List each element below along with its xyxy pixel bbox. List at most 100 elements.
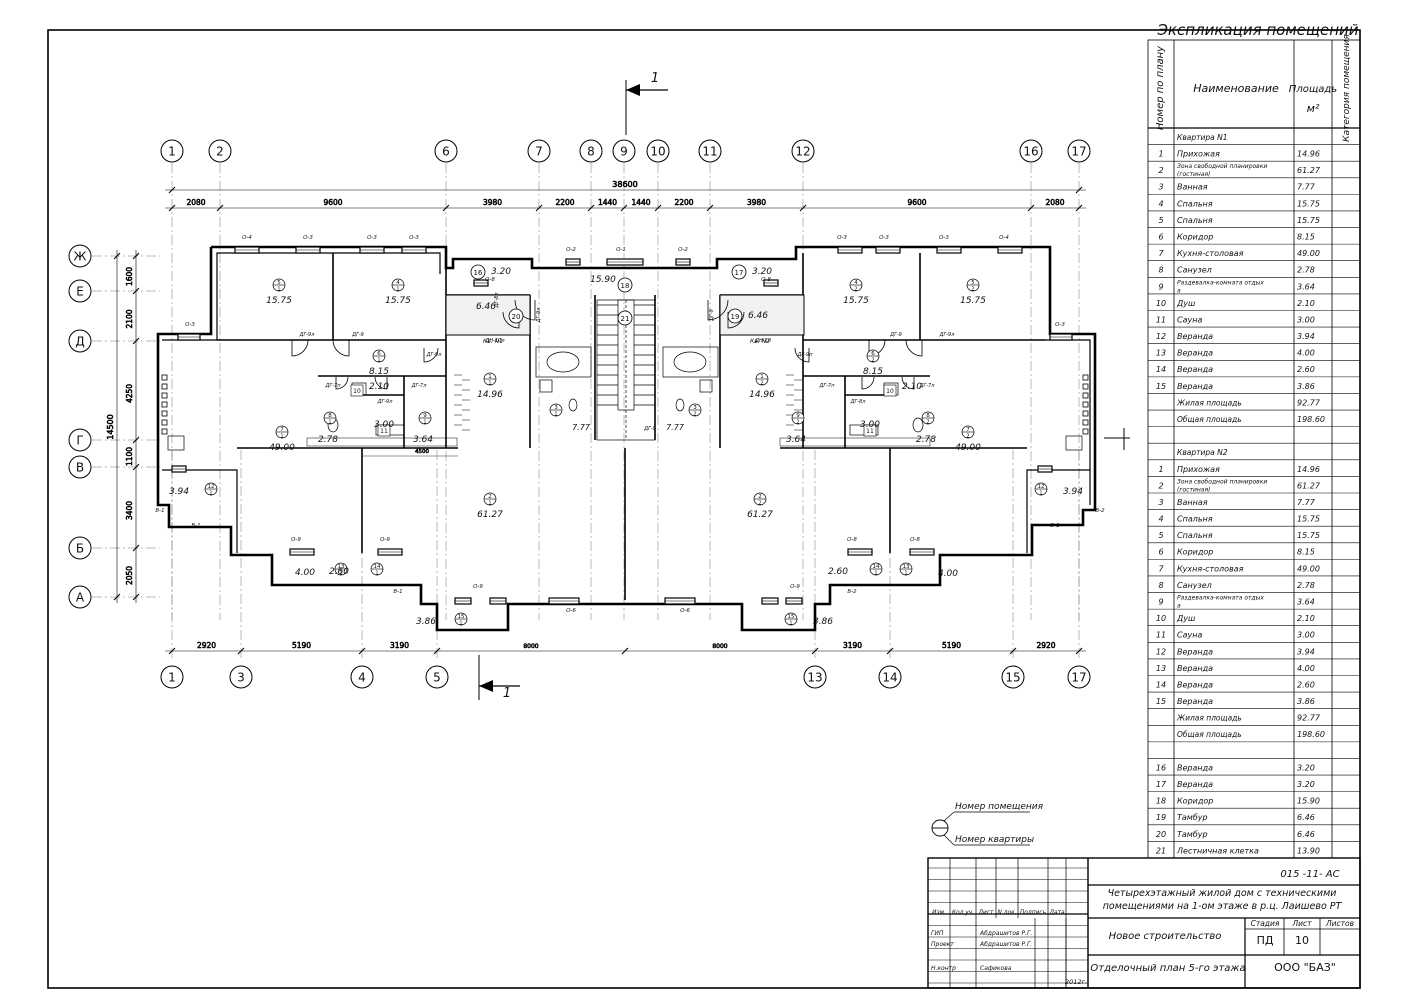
ex-area-7: 49.00 xyxy=(1297,249,1320,258)
axis-bubble-bottom-17-circle xyxy=(1067,665,1091,689)
room-11-apt: 2 xyxy=(871,358,874,364)
section-arrow-bottom-head xyxy=(479,680,493,692)
window-mark-15: О-9 xyxy=(291,537,301,543)
window-mark-8: О-3 xyxy=(879,235,889,241)
room-9-area: 15.75 xyxy=(843,296,869,306)
axis-bubble-top-1: 1 xyxy=(168,145,176,159)
tb-role-0: ГИП xyxy=(931,930,944,937)
wall-inner-face xyxy=(162,469,238,553)
dim-tick-top xyxy=(799,204,807,212)
dim-tick-top xyxy=(654,204,662,212)
ex-name-2-b: (гостиная) xyxy=(1177,171,1210,178)
tb-company: ООО "БАЗ" xyxy=(1274,961,1336,974)
dim-bottom-2: 3190 xyxy=(390,641,409,650)
stair-label-1: Кв. N1 xyxy=(483,338,503,345)
axis-bubble-row-Е: Е xyxy=(76,285,84,299)
axis-bubble-top-12: 12 xyxy=(795,145,810,159)
dim-top-8: 9600 xyxy=(907,198,926,207)
window-mark-6: О-2 xyxy=(678,247,688,253)
veranda-3-apt: 1 xyxy=(459,621,462,627)
common-room-4-circle xyxy=(727,308,743,324)
fixture-1 xyxy=(546,351,580,373)
staircase xyxy=(596,299,656,441)
ex-name-15: Веранда xyxy=(1177,382,1213,391)
door-mark-12: ДГ-9л xyxy=(939,332,956,338)
section-marks: 11 xyxy=(478,71,1130,701)
ex-area-39: 3.20 xyxy=(1297,780,1315,789)
ex-name-28-b: а xyxy=(1177,602,1181,609)
door-mark-10: ДГ-9п xyxy=(797,352,814,358)
veranda-6-apt: 1 xyxy=(874,571,877,577)
dim-tick-top xyxy=(706,204,714,212)
ex-area-34: 3.86 xyxy=(1297,697,1315,706)
ex-name-29: Душ xyxy=(1176,614,1196,623)
fixture-0 xyxy=(535,346,592,378)
ex-num-31: 12 xyxy=(1156,647,1166,656)
veranda-area-7: 3.86 xyxy=(813,617,833,627)
fixtures xyxy=(167,346,1083,451)
ex-num-22: 3 xyxy=(1158,498,1163,507)
ex-area-13: 4.00 xyxy=(1297,349,1315,358)
small-room-box-2 xyxy=(883,384,897,397)
veranda-0-apt: 1 xyxy=(209,491,212,497)
small-room-area-2: 2.10 xyxy=(902,382,922,392)
room-3-num: 1 xyxy=(488,374,492,380)
ex-name-9-a: Раздевалка-комната отдых xyxy=(1177,279,1264,286)
fixture-5 xyxy=(699,379,713,393)
door-swing-13 xyxy=(861,376,875,390)
axis-bubble-row-Б-circle xyxy=(68,536,92,560)
veranda-2-apt: 1 xyxy=(375,571,378,577)
ex-name-26: Кухня-столовая xyxy=(1177,564,1244,573)
room-4-num: 7 xyxy=(280,427,284,433)
dim-bottom-3: 8000 xyxy=(523,643,538,650)
dim-tick xyxy=(1075,186,1083,194)
axis-bubble-row-Б: Б xyxy=(76,542,84,556)
ex-num-30: 11 xyxy=(1156,631,1166,640)
room-13-apt: 2 xyxy=(966,434,969,440)
window-mark-17: О-8 xyxy=(847,537,857,543)
window-mark-24: В-2 xyxy=(1095,508,1105,514)
tb-staff-name-2: Сафикова xyxy=(980,965,1012,972)
ex-area-43: 13.90 xyxy=(1297,846,1320,855)
window-mark-1: О-3 xyxy=(303,235,313,241)
ex-num-39: 17 xyxy=(1156,780,1167,789)
tb-col-header-2: Лист xyxy=(978,910,994,916)
window-mark-22: О-6 xyxy=(680,608,690,614)
door-mark-4: ДГ-7л xyxy=(411,383,428,389)
dim-tick-bottom xyxy=(886,647,894,655)
ex-num-24: 5 xyxy=(1158,531,1163,540)
ex-num-27: 8 xyxy=(1158,581,1163,590)
radiator-right-2 xyxy=(1082,392,1089,399)
fixture-9 xyxy=(912,417,924,433)
veranda-area-5: 4.00 xyxy=(938,569,958,579)
dim-left-3: 1100 xyxy=(125,447,134,466)
dim-top-3: 2200 xyxy=(555,198,574,207)
veranda-area-6: 2.60 xyxy=(828,567,848,577)
axis-bubble-bottom-13: 13 xyxy=(807,671,822,685)
veranda-4-apt: 1 xyxy=(1039,491,1042,497)
ex-num-7: 7 xyxy=(1158,249,1164,258)
dim-left-4: 3400 xyxy=(125,501,134,520)
window-mark-25: В-1 xyxy=(393,589,402,595)
dim-left-total: 14500 xyxy=(106,414,115,439)
door-swing-0 xyxy=(291,339,309,357)
room-3-area: 14.96 xyxy=(477,390,503,400)
ex-area-20: 14.96 xyxy=(1297,465,1320,474)
ex-apt-title-19: Квартира N2 xyxy=(1177,448,1228,457)
room-2-apt: 1 xyxy=(377,358,380,364)
tb-col-header-3: N док. xyxy=(997,910,1016,916)
axis-bubble-row-А-circle xyxy=(68,585,92,609)
door-mark-5: ДГ-8п xyxy=(494,292,500,309)
dim-top-5: 1440 xyxy=(631,198,650,207)
dim-bottom-0: 2920 xyxy=(197,641,216,650)
common-room-3-num: 20 xyxy=(512,313,521,321)
ex-area-3: 7.77 xyxy=(1297,183,1316,192)
window-mark-9: О-3 xyxy=(939,235,949,241)
dim-tick-top xyxy=(535,204,543,212)
small-room-num-3: 11 xyxy=(866,428,874,435)
window-mark-11: О-3 xyxy=(185,322,195,328)
ex-area-15: 3.86 xyxy=(1297,382,1315,391)
axis-bubble-row-Ж-circle xyxy=(68,244,92,268)
